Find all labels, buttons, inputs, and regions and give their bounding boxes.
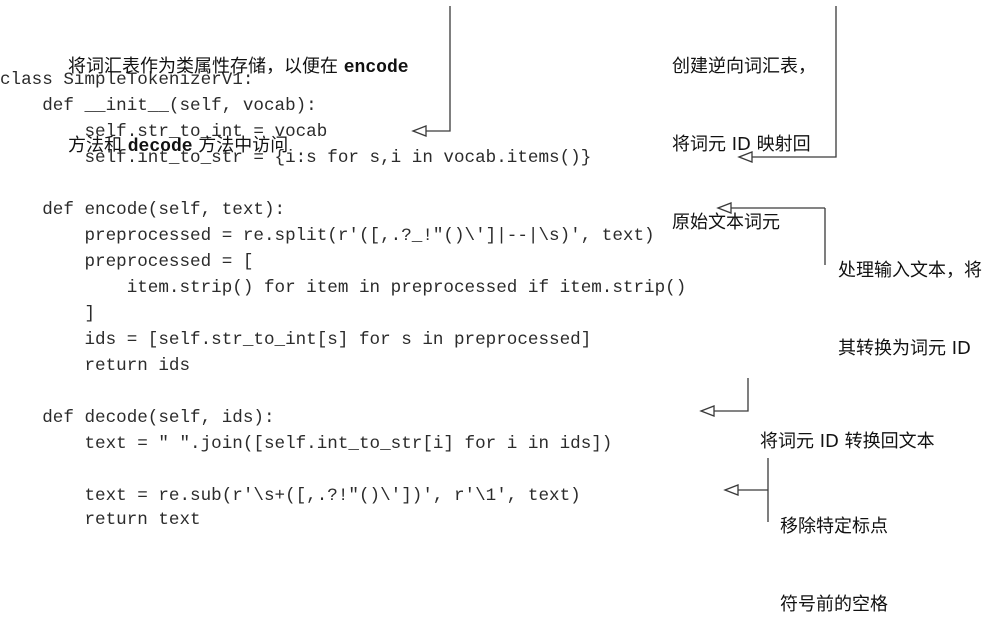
arrowhead-decode (699, 405, 715, 417)
code-line-strip-comprehension: item.strip() for item in preprocessed if… (0, 278, 687, 298)
annotation-code-decode: decode (127, 137, 193, 157)
annotation-inverse-vocab: 创建逆向词汇表， 将词元 ID 映射回 原始文本词元 (672, 2, 816, 262)
code-line-preprocessed-open: preprocessed = [ (0, 252, 254, 272)
leader-line-store-vocab (426, 6, 451, 132)
code-annotation-figure: { "code_lines": [ "class SimpleTokenizer… (0, 2, 982, 615)
leader-line-inverse-vocab (752, 6, 837, 158)
annotation-store-vocab-line-2: 方法和 decode 方法中访问 (68, 133, 409, 160)
annotation-line: 其转换为词元 ID (838, 338, 971, 359)
annotation-line: 处理输入文本，将 (838, 260, 982, 281)
arrowhead-encode (716, 202, 732, 214)
arrowhead-store-vocab (411, 125, 427, 137)
leader-lines (411, 6, 837, 522)
code-line-int-to-str: self.int_to_str = {i:s for s,i in vocab.… (0, 148, 592, 168)
annotation-line: 将词元 ID 转换回文本 (760, 431, 935, 452)
annotation-encode: 处理输入文本，将 其转换为词元 ID (838, 206, 982, 388)
code-line-join: text = " ".join([self.int_to_str[i] for … (0, 434, 613, 454)
annotation-text: 方法中访问 (192, 135, 289, 156)
code-line-decode-def: def decode(self, ids): (0, 408, 275, 428)
annotation-line: 创建逆向词汇表， (672, 56, 816, 77)
annotation-text: 将词汇表作为类属性存储，以便在 (68, 56, 344, 77)
annotation-line: 符号前的空格 (780, 594, 888, 615)
code-line-encode-def: def encode(self, text): (0, 200, 286, 220)
code-line-class-def: class SimpleTokenizerV1: (0, 70, 254, 90)
annotation-store-vocab-line-1: 将词汇表作为类属性存储，以便在 encode (68, 54, 409, 81)
leader-line-decode (714, 378, 749, 412)
code-line-return-ids: return ids (0, 356, 191, 376)
annotation-decode: 将词元 ID 转换回文本 (760, 377, 935, 481)
code-line-re-sub: text = re.sub(r'\s+([,.?!"()\'])', r'\1'… (0, 486, 581, 506)
code-line-str-to-int: self.str_to_int = vocab (0, 122, 328, 142)
arrowhead-remove-spaces (723, 484, 739, 496)
leader-line-remove-spaces (738, 458, 769, 522)
code-line-init-def: def __init__(self, vocab): (0, 96, 317, 116)
annotation-line: 将词元 ID 映射回 (672, 134, 811, 155)
annotation-line: 原始文本词元 (672, 212, 780, 233)
code-line-re-split: preprocessed = re.split(r'([,.?_!"()\']|… (0, 226, 655, 246)
annotation-code-encode: encode (343, 58, 409, 78)
leader-line-encode (731, 207, 826, 265)
code-line-preprocessed-close: ] (0, 304, 96, 324)
annotation-store-vocab: 将词汇表作为类属性存储，以便在 encode 方法和 decode 方法中访问 (68, 2, 409, 186)
code-line-ids: ids = [self.str_to_int[s] for s in prepr… (0, 330, 592, 350)
annotation-text: 方法和 (68, 135, 128, 156)
arrowhead-inverse-vocab (737, 151, 753, 163)
